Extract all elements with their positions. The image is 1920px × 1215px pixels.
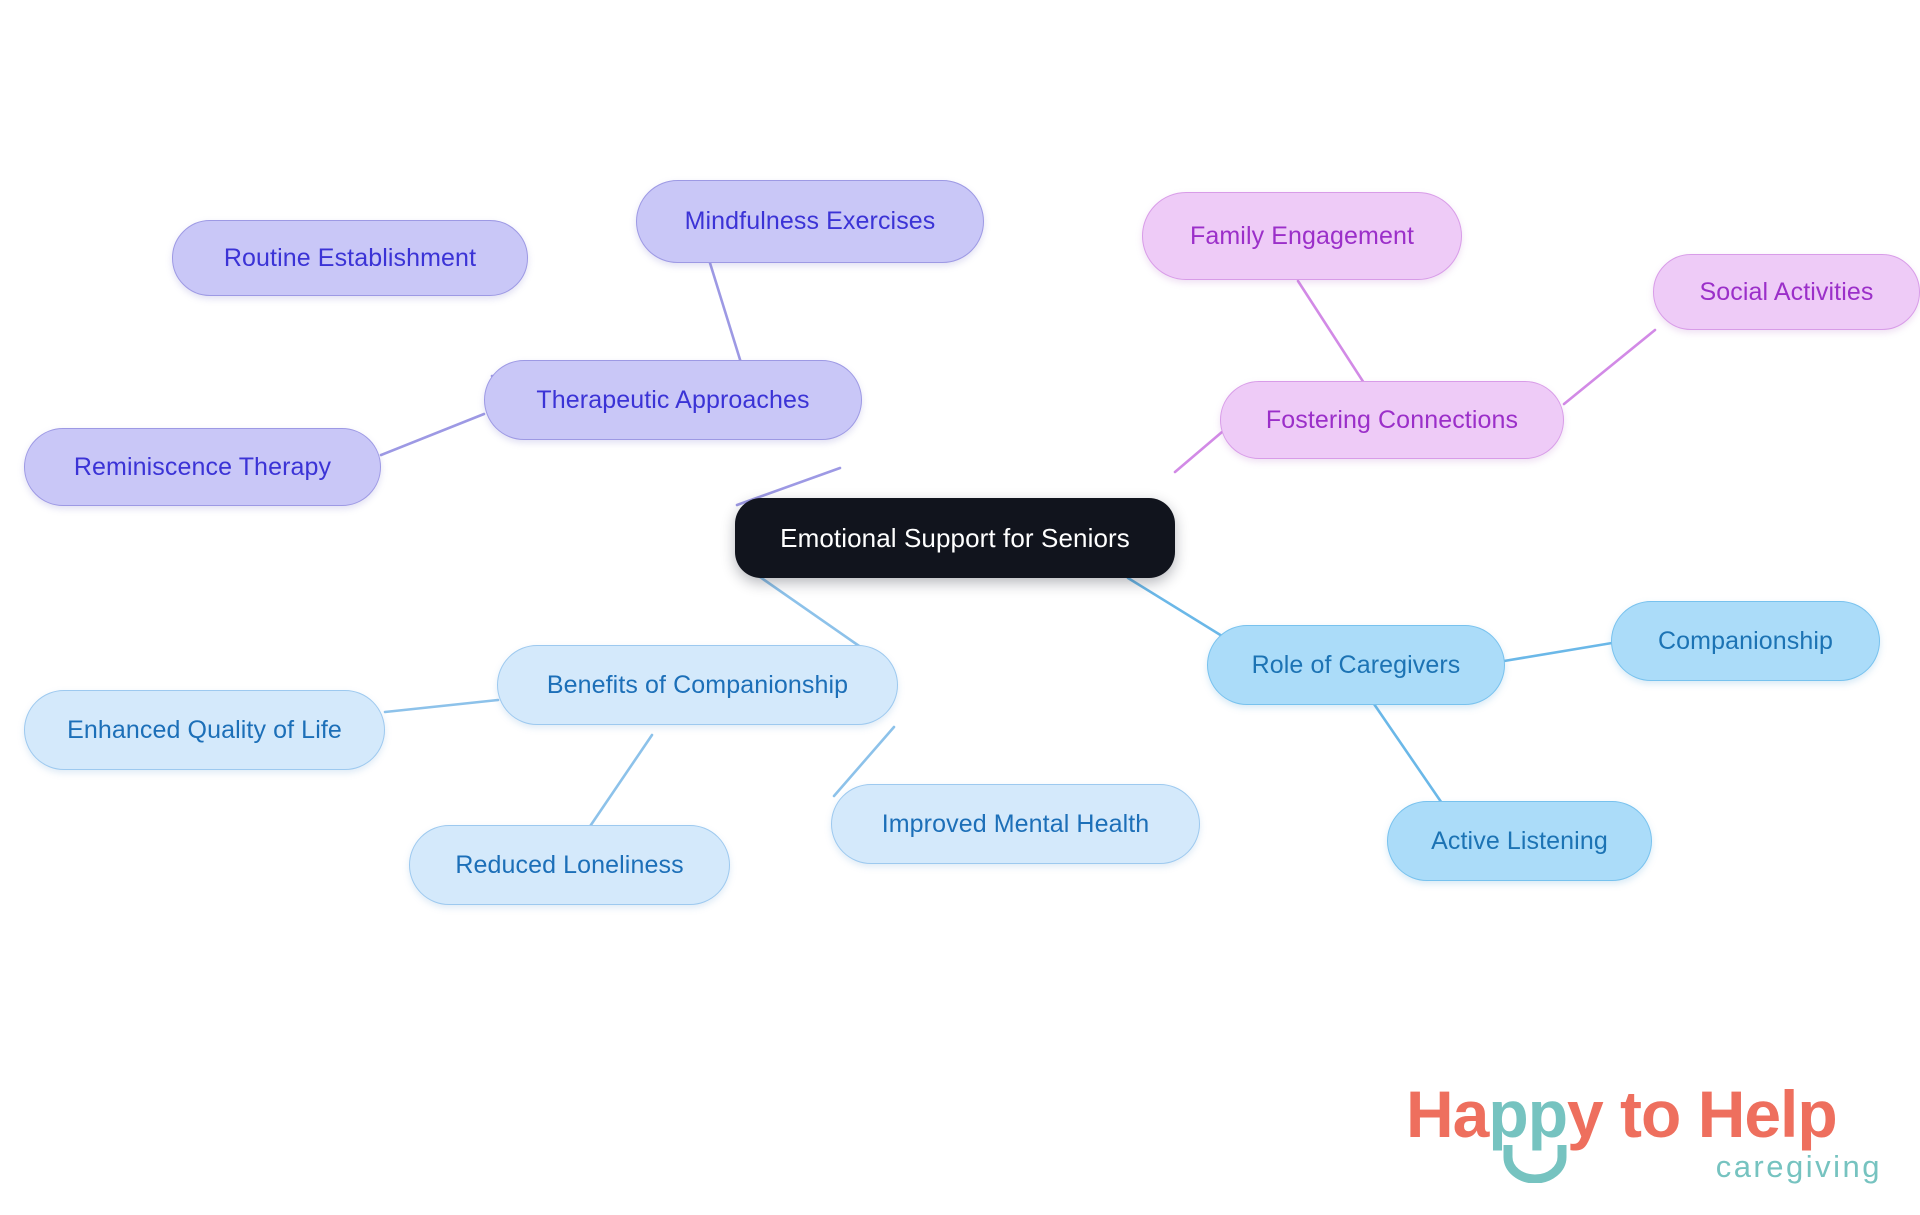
edge-therapeutic-approaches-reminiscence-therapy (379, 412, 486, 457)
node-label: Fostering Connections (1265, 405, 1519, 434)
edge-fostering-connections-family-engagement (1296, 279, 1366, 385)
node-label: Improved Mental Health (881, 809, 1150, 838)
edge-benefits-of-companionship-enhanced-quality-of-life (383, 698, 500, 714)
node-mindfulness-exercises[interactable]: Mindfulness Exercises (636, 180, 984, 263)
edge-root-fostering-connections (1173, 430, 1224, 474)
node-root-emotional-support-for-seniors[interactable]: Emotional Support for Seniors (735, 498, 1175, 578)
edge-fostering-connections-social-activities (1562, 328, 1657, 406)
logo-wordmark: Happy to Help (1406, 1081, 1838, 1147)
logo-tagline: caregiving (1715, 1149, 1882, 1184)
edge-root-benefits-of-companionship (758, 575, 864, 650)
node-label: Enhanced Quality of Life (67, 715, 342, 744)
node-active-listening[interactable]: Active Listening (1387, 801, 1652, 881)
logo-word-part-3: y to Help (1567, 1077, 1838, 1151)
node-family-engagement[interactable]: Family Engagement (1142, 192, 1462, 280)
node-label: Reminiscence Therapy (73, 452, 332, 481)
node-label: Mindfulness Exercises (684, 207, 936, 235)
node-companionship[interactable]: Companionship (1611, 601, 1880, 681)
node-enhanced-quality-of-life[interactable]: Enhanced Quality of Life (24, 690, 385, 770)
edge-role-of-caregivers-companionship (1502, 641, 1614, 663)
node-role-of-caregivers[interactable]: Role of Caregivers (1207, 625, 1505, 705)
happy-to-help-logo: Happy to Help caregiving (1406, 1081, 1886, 1201)
logo-word-part-2: pp (1488, 1077, 1568, 1151)
edge-role-of-caregivers-active-listening (1372, 702, 1450, 814)
node-therapeutic-approaches[interactable]: Therapeutic Approaches (484, 360, 862, 440)
edge-therapeutic-approaches-mindfulness-exercises (708, 261, 744, 368)
node-social-activities[interactable]: Social Activities (1653, 254, 1920, 330)
node-label: Companionship (1657, 626, 1834, 655)
node-label: Therapeutic Approaches (536, 385, 810, 414)
edge-root-role-of-caregivers (1126, 576, 1224, 638)
node-label: Benefits of Companionship (546, 670, 849, 699)
node-improved-mental-health[interactable]: Improved Mental Health (831, 784, 1200, 864)
node-label: Active Listening (1431, 826, 1608, 855)
node-reduced-loneliness[interactable]: Reduced Loneliness (409, 825, 730, 905)
node-label: Routine Establishment (223, 243, 477, 272)
node-label: Role of Caregivers (1251, 650, 1461, 679)
node-label: Family Engagement (1189, 221, 1415, 250)
node-routine-establishment[interactable]: Routine Establishment (172, 220, 528, 296)
node-benefits-of-companionship[interactable]: Benefits of Companionship (497, 645, 898, 725)
node-label: Reduced Loneliness (455, 850, 684, 879)
smile-arc-icon (1503, 1145, 1567, 1183)
logo-word-part-1: Ha (1406, 1077, 1489, 1151)
node-label: Emotional Support for Seniors (780, 523, 1130, 553)
node-fostering-connections[interactable]: Fostering Connections (1220, 381, 1564, 459)
node-reminiscence-therapy[interactable]: Reminiscence Therapy (24, 428, 381, 506)
node-label: Social Activities (1699, 277, 1874, 306)
